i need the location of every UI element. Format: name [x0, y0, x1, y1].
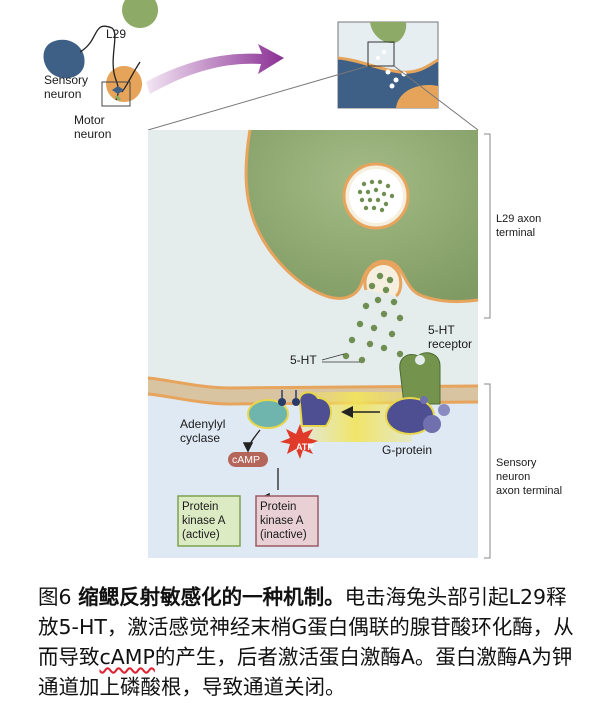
synapse-diagram: L29 Sensory neuron Motor neuron — [43, 0, 562, 559]
camp-pill — [228, 452, 268, 467]
caption-camp: cAMP — [99, 645, 155, 669]
pka-inactive-label: Protein kinase A (inactive) — [260, 501, 307, 541]
camp-label: cAMP — [232, 454, 260, 466]
figure-caption: 图6 缩鳃反射敏感化的一种机制。电击海兔头部引起L29释放5-HT，激活感觉神经… — [38, 582, 578, 702]
overview-sketch: L29 Sensory neuron Motor neuron — [43, 0, 159, 141]
atp-burst — [280, 424, 318, 459]
g-protein — [385, 396, 450, 435]
pka-active-label: Protein kinase A (active) — [182, 501, 228, 541]
main-panel: ATP cAMP Protein kinase A (active) Prote… — [147, 129, 479, 558]
l29-label: L29 — [106, 27, 126, 41]
side-labels: L29 axon terminal Sensory neuron axon te… — [484, 133, 562, 559]
figure-number: 图6 — [38, 585, 72, 609]
adenylyl-cyclase-label: Adenylyl cyclase — [180, 417, 229, 445]
l29-terminal-label: L29 axon terminal — [496, 213, 544, 239]
vesicle-contents — [357, 179, 395, 213]
zoom-box-small — [101, 81, 131, 107]
ht-receptor-label: 5-HT receptor — [428, 323, 472, 351]
inset-panel — [337, 21, 439, 109]
sensory-terminal-label: Sensory neuron axon terminal — [496, 457, 562, 497]
l29-neuron-body — [122, 0, 159, 28]
released-5ht — [342, 272, 404, 364]
ht-label: 5-HT — [290, 353, 317, 367]
sensory-neuron-body — [43, 39, 85, 79]
sensory-neuron-label: Sensory neuron — [44, 73, 91, 101]
g-protein-label: G-protein — [382, 443, 432, 457]
figure-title: 缩鳃反射敏感化的一种机制。 — [78, 585, 345, 609]
motor-neuron-body — [106, 66, 143, 102]
pka-active-box — [177, 495, 241, 547]
magnify-arrow — [146, 44, 284, 94]
motor-neuron-label: Motor neuron — [74, 113, 111, 141]
caption-body-2: 的产生，后者激活蛋白激酶A。蛋白激酶A为钾通道加上磷酸根，导致通道关闭。 — [38, 645, 573, 699]
adenylyl-cyclase — [247, 390, 300, 429]
pka-inactive-box — [255, 495, 319, 547]
caption-body-1: 电击海兔头部引起L29释放5-HT，激活感觉神经末梢G蛋白偶联的腺苷酸环化酶，从… — [38, 585, 574, 669]
atp-label: ATP — [296, 442, 313, 452]
